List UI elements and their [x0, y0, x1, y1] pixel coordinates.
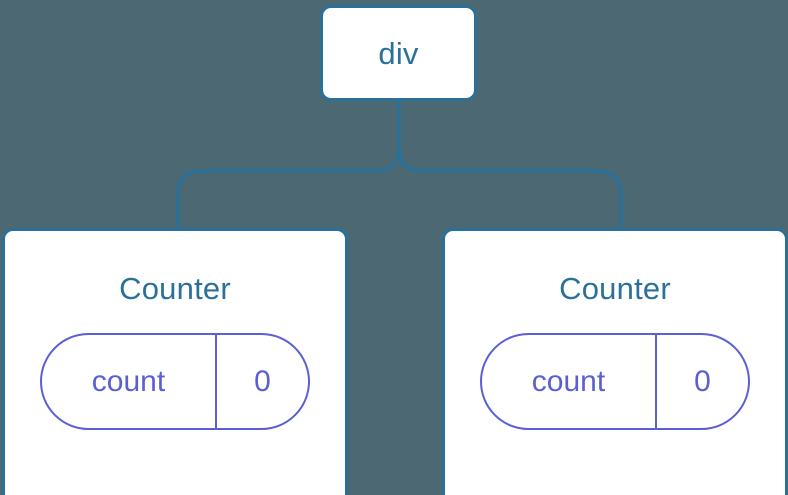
state-pill-value: 0 [694, 364, 711, 398]
state-pill-count-right[interactable]: count 0 [480, 333, 750, 430]
node-counter-left[interactable]: Counter count 0 [2, 228, 348, 495]
node-counter-left-label: Counter [119, 271, 231, 306]
node-counter-right[interactable]: Counter count 0 [442, 228, 788, 495]
state-pill-count-left[interactable]: count 0 [40, 333, 310, 430]
state-pill-value: 0 [254, 364, 271, 398]
state-pill-key: count [482, 335, 657, 428]
edge-root-to-left-child [176, 100, 401, 230]
state-pill-key: count [42, 335, 217, 428]
edge-root-to-right-child [397, 100, 623, 230]
node-div-label: div [378, 35, 419, 71]
node-counter-right-label: Counter [559, 271, 671, 306]
node-div[interactable]: div [320, 5, 477, 101]
